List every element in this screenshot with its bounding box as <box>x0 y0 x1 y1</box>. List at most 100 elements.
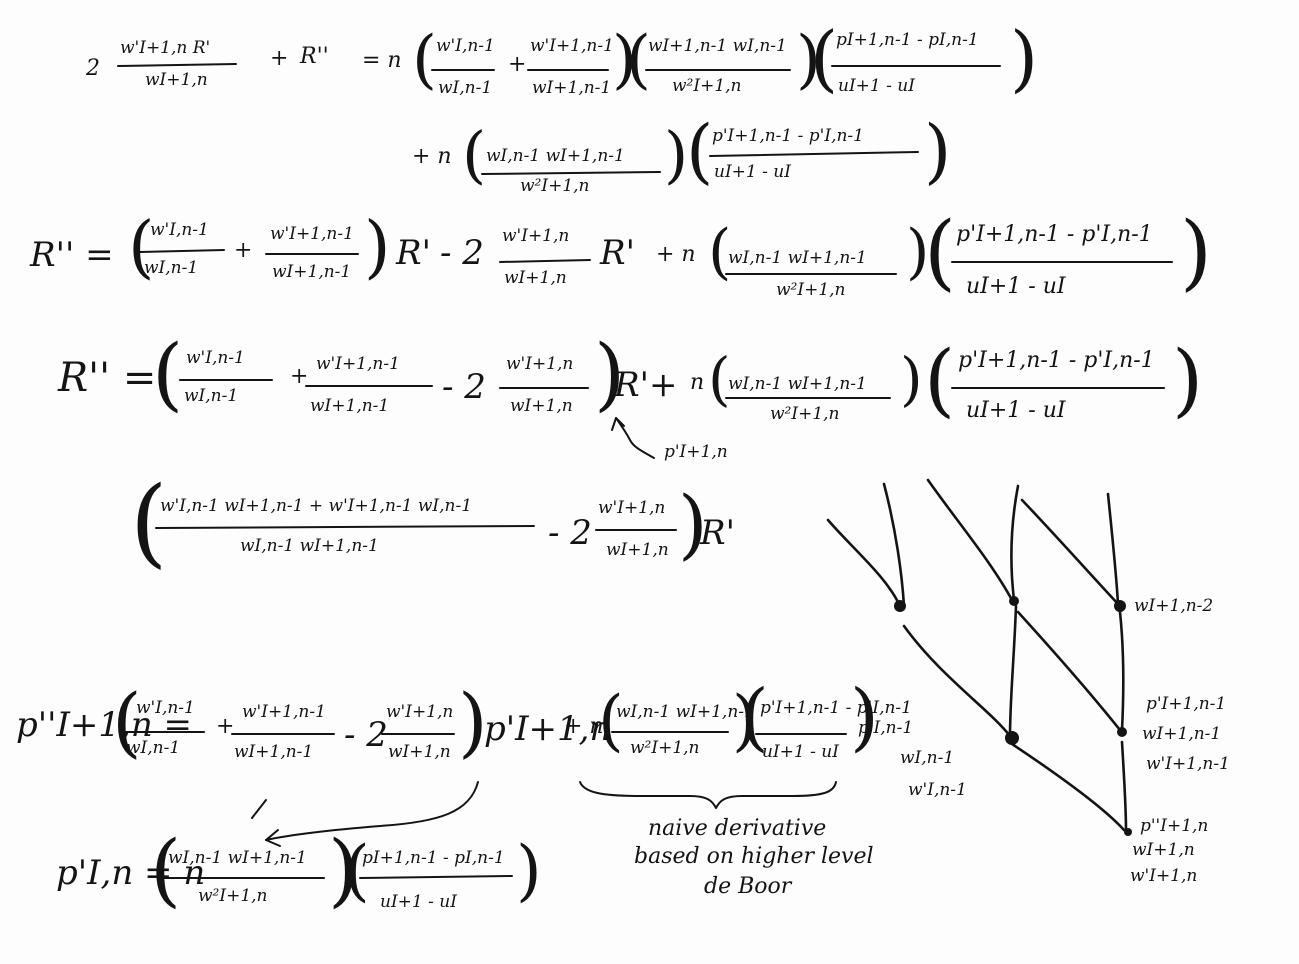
eq5-lparen-1: ( <box>112 677 142 766</box>
eq3-note-arrow <box>615 417 655 459</box>
eq5-minus2: - 2 <box>344 715 388 755</box>
eq5-plus: + <box>216 714 235 739</box>
eq2-f3-den: wI+1,n <box>504 268 567 288</box>
diagram-line-h <box>1008 604 1018 738</box>
eq1-rparen-2: ) <box>796 23 821 97</box>
eq1b-f2-bar <box>709 151 919 157</box>
eq1-f3-num: wI+1,n-1 wI,n-1 <box>648 36 787 56</box>
eq5-plus-n: + n <box>564 714 604 739</box>
diagram-line-l <box>1120 740 1128 832</box>
eq5-to-eq6-arrowhead <box>265 829 281 847</box>
eq4-R: R' <box>700 513 735 553</box>
diagram-line-k <box>1010 742 1126 832</box>
eq2-f2-num: w'I+1,n-1 <box>270 224 354 244</box>
diagram-line-e <box>1020 498 1120 606</box>
diagram-label-bottom-1: p''I+1,n <box>1140 816 1209 836</box>
diagram-node-mid-top <box>1009 596 1019 606</box>
eq2-f1-den: wI,n-1 <box>144 258 199 278</box>
eq4-f2-num: w'I+1,n <box>598 498 666 518</box>
eq2-f1-num: w'I,n-1 <box>150 220 209 240</box>
eq2-rparen-2: ) <box>906 217 930 287</box>
eq1-rparen-1: ) <box>612 23 637 97</box>
eq6-strike <box>251 799 267 819</box>
diagram-label-bottom-2: wI+1,n <box>1132 840 1195 860</box>
eq4-f1-bar <box>155 525 535 529</box>
eq2-plus-n: + n <box>656 242 696 267</box>
eq1-lparen-3: ( <box>810 16 839 100</box>
eq6-f2-den: uI+1 - uI <box>380 892 457 912</box>
eq2-f4-den: w²I+1,n <box>776 280 846 300</box>
diagram-line-c <box>926 478 1014 602</box>
eq1b-f1-den: w²I+1,n <box>520 176 590 196</box>
diagram-label-top-right: wI+1,n-2 <box>1134 596 1214 616</box>
eq5-f2-num: w'I+1,n-1 <box>242 702 326 722</box>
diagram-node-mid-middle <box>1005 731 1019 745</box>
diagram-node-right-middle <box>1117 727 1127 737</box>
eq1-f1-num: w'I,n-1 <box>436 36 495 56</box>
eq2-rparen-1: ) <box>364 208 391 287</box>
eq5-lhs: p''I+1,n = <box>16 705 193 745</box>
diagram-node-bottom <box>1124 828 1132 836</box>
eq1b-rparen-2: ) <box>924 110 952 192</box>
eq5-brace-note-2: based on higher level <box>634 844 874 869</box>
eq4-f1-den: wI,n-1 wI+1,n-1 <box>240 536 379 556</box>
diagram-label-left-1: p'I,n-1 <box>858 718 914 738</box>
diagram-line-a <box>826 518 902 608</box>
eq1-f2-den: wI+1,n-1 <box>532 78 612 98</box>
eq3-lparen-3: ( <box>924 333 956 426</box>
eq3-f3-den: wI+1,n <box>510 396 573 416</box>
eq2-lparen-2: ( <box>708 217 732 287</box>
eq1-lhs-den: wI+1,n <box>145 70 208 90</box>
eq6-f1-den: w²I+1,n <box>198 886 268 906</box>
eq3-f4-den: w²I+1,n <box>770 404 840 424</box>
eq1-f4-num: pI+1,n-1 - pI,n-1 <box>836 30 979 50</box>
eq5-f1-den: wI,n-1 <box>126 738 181 758</box>
eq1b-f1-bar <box>481 171 661 175</box>
eq5-lparen-3: ( <box>740 674 769 760</box>
eq5-f4-den: w²I+1,n <box>630 738 700 758</box>
eq3-lparen-1: ( <box>152 327 184 420</box>
eq5-f5-num: p'I+1,n-1 - p'I,n-1 <box>760 698 912 718</box>
eq1-plus1: + <box>270 46 289 71</box>
diagram-node-right-top <box>1114 600 1126 612</box>
eq4-rparen: ) <box>678 479 708 568</box>
diagram-label-mid-right-1: p'I+1,n-1 <box>1146 694 1227 714</box>
eq2-lhs: R'' = <box>30 235 114 275</box>
diagram-label-left-2: wI,n-1 <box>900 748 955 768</box>
eq5-f1-num: w'I,n-1 <box>136 698 195 718</box>
eq2-f5-den: uI+1 - uI <box>966 274 1066 299</box>
eq2-f3-num: w'I+1,n <box>502 226 570 246</box>
eq2-rparen-3: ) <box>1180 205 1212 300</box>
eq3-note: p'I+1,n <box>664 442 728 462</box>
eq5-f3-num: w'I+1,n <box>386 702 454 722</box>
eq5-p: p'I+1,n <box>484 709 612 749</box>
eq1b-plus-n: + n <box>412 144 452 169</box>
eq1-rparen-3: ) <box>1010 16 1039 100</box>
eq1-R2: R'' <box>300 44 329 69</box>
eq3-f2-num: w'I+1,n-1 <box>316 354 400 374</box>
eq4-f2-den: wI+1,n <box>606 540 669 560</box>
eq5-lparen-2: ( <box>598 682 624 759</box>
eq2-minus2: - 2 <box>440 233 484 273</box>
eq5-f4-num: wI,n-1 wI+1,n-1 <box>616 702 755 722</box>
eq1-lhs-num: w'I+1,n R' <box>120 38 211 58</box>
eq3-rparen-1: ) <box>594 327 626 420</box>
eq2-R1: R' <box>396 233 431 273</box>
eq1b-f2-num: p'I+1,n-1 - p'I,n-1 <box>712 126 864 146</box>
eq2-lparen-3: ( <box>924 205 956 300</box>
eq3-f5-den: uI+1 - uI <box>966 398 1066 423</box>
eq3-n: n <box>690 370 705 395</box>
diagram-line-g <box>902 624 1012 738</box>
eq5-f3-den: wI+1,n <box>388 742 451 762</box>
eq2-lparen-1: ( <box>128 208 155 287</box>
eq6-rparen-2: ) <box>516 832 542 909</box>
eq1-f1-den: wI,n-1 <box>438 78 493 98</box>
eq5-f5-den: uI+1 - uI <box>762 742 839 762</box>
eq1b-lparen-1: ( <box>462 118 487 191</box>
eq3-rparen-3: ) <box>1172 333 1204 426</box>
eq1-lhs-bar <box>117 63 237 67</box>
eq3-f1-den: wI,n-1 <box>184 386 239 406</box>
eq3-f2-den: wI+1,n-1 <box>310 396 390 416</box>
deboor-diagram <box>826 478 1128 832</box>
diagram-label-bottom-3: w'I+1,n <box>1130 866 1198 886</box>
